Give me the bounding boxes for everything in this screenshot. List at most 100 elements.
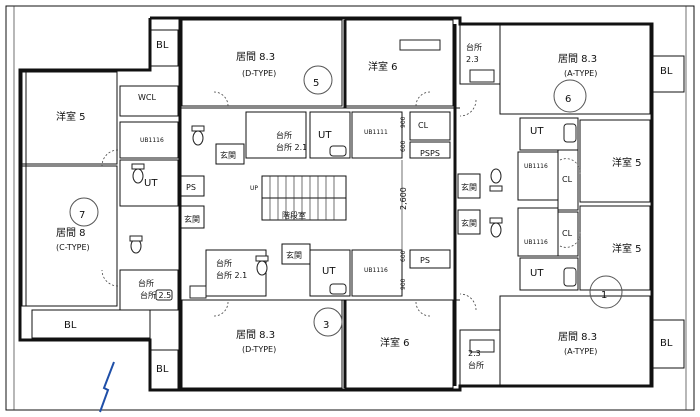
label-cl-top: CL	[418, 121, 429, 130]
room-western-6-top	[344, 19, 454, 107]
door-swing-4	[213, 301, 229, 317]
label-ps-bottom: PS	[420, 256, 430, 265]
label-kitchen-c: 台所	[138, 278, 154, 288]
label-ps-top: PS	[420, 149, 430, 158]
label-ps-right-top: PS	[430, 149, 440, 158]
label-dim-600-top: 600	[400, 140, 407, 152]
hand-num-1: 1	[601, 290, 607, 301]
stairwell	[261, 175, 347, 221]
label-entrance-top: 玄関	[220, 150, 236, 160]
label-balcony-br: BL	[660, 338, 673, 349]
label-kitchen-23-top-num: 2.3	[466, 55, 479, 64]
label-kitchen-21-top: 台所	[276, 130, 292, 140]
label-entrance-left: 玄関	[184, 214, 200, 224]
balcony-left	[31, 309, 151, 339]
hand-circle-1	[589, 275, 623, 309]
label-ut-right-top: UT	[530, 126, 544, 137]
balcony-left-strip	[21, 71, 27, 307]
label-wcl: WCL	[138, 93, 156, 102]
label-western-5-right-bottom: 洋室 5	[612, 242, 642, 255]
label-western-6-top: 洋室 6	[368, 60, 398, 73]
label-western-6-bottom: 洋室 6	[380, 336, 410, 349]
label-western-5-right-top: 洋室 5	[612, 156, 642, 169]
closet-cl-right-bottom	[557, 211, 579, 257]
label-ps-left: PS	[186, 183, 196, 192]
label-kitchen-23-top: 台所	[466, 42, 482, 52]
label-balcony-tl: BL	[156, 40, 169, 51]
label-entrance-right-bottom: 玄関	[461, 218, 477, 228]
label-cl-right-bottom: CL	[562, 229, 573, 238]
hand-circle-3	[313, 307, 343, 337]
entrance-right-bottom	[457, 209, 481, 235]
room-ut-top	[309, 111, 351, 159]
room-western-5-right-bottom	[579, 205, 651, 291]
label-ub-left: UB1116	[140, 137, 164, 144]
room-ut-right-bottom	[519, 257, 579, 291]
label-dim-900-top: 900	[400, 116, 407, 128]
room-kitchen-a-top	[459, 23, 501, 85]
label-a-type-bottom: (A-TYPE)	[564, 347, 597, 356]
room-wcl	[119, 85, 179, 117]
label-balcony-bl: BL	[156, 364, 169, 375]
door-swing-9	[559, 158, 581, 175]
blue-pen-mark	[99, 361, 115, 413]
ps-left	[179, 175, 205, 197]
label-dim-600-bottom: 600	[400, 250, 407, 262]
label-entrance-right-top: 玄関	[461, 182, 477, 192]
door-swing-8	[101, 269, 119, 287]
door-swing-3	[459, 99, 477, 117]
label-ub-right-bottom: UB1116	[524, 239, 548, 246]
label-living-a-bottom: 居間 8.3	[558, 331, 597, 343]
toilet-fixtures	[129, 125, 503, 276]
label-kitchen-21-bottom-num: 台所 2.1	[216, 270, 247, 280]
label-kitchen-23-bottom: 台所	[468, 360, 484, 370]
ps-top	[409, 141, 451, 159]
label-ub-bottom: UB1116	[364, 267, 388, 274]
room-kitchen-a-bottom	[459, 329, 501, 387]
label-living-a-top: 居間 8.3	[558, 53, 597, 65]
entrance-top	[215, 143, 245, 165]
door-swing-6	[459, 293, 477, 311]
label-kitchen-23-bottom-num: 2.3	[468, 349, 481, 358]
label-cl-right-top: CL	[562, 175, 573, 184]
door-swing-1	[213, 91, 229, 107]
closet-cl-top	[409, 111, 451, 141]
label-western-5-left: 洋室 5	[56, 110, 86, 123]
room-ub-right-bottom	[517, 207, 559, 257]
label-living-d-top: 居間 8.3	[236, 51, 275, 63]
room-ub-top	[351, 111, 403, 159]
hand-num-5: 5	[313, 78, 319, 89]
hand-num-6: 6	[565, 94, 571, 105]
label-ut-top: UT	[318, 130, 332, 141]
sink-fixtures	[155, 39, 577, 353]
entrance-left	[179, 205, 205, 229]
ps-bottom	[409, 249, 451, 269]
label-up: UP	[250, 185, 258, 192]
balcony-bottom-right	[651, 319, 685, 369]
entrance-right-top	[457, 173, 481, 199]
hand-num-3: 3	[323, 320, 329, 331]
door-swing-7	[101, 149, 119, 167]
label-ut-left: UT	[144, 178, 158, 189]
label-balcony-left: BL	[64, 320, 77, 331]
room-ut-right-top	[519, 117, 579, 151]
room-ub-left	[119, 121, 179, 159]
label-kitchen-21-bottom: 台所	[216, 258, 232, 268]
room-western-5-right-top	[579, 119, 651, 203]
room-living-d-top	[181, 19, 343, 107]
label-c-type: (C-TYPE)	[56, 243, 90, 252]
door-swing-2	[415, 91, 431, 107]
label-ub-right-top: UB1116	[524, 163, 548, 170]
balcony-top-right	[651, 55, 685, 93]
label-stairs: 階段室	[282, 210, 306, 220]
label-kitchen-21-top-num: 台所 2.1	[276, 142, 307, 152]
closet-cl-right-top	[557, 149, 579, 211]
label-balcony-tr: BL	[660, 66, 673, 77]
label-a-type-top: (A-TYPE)	[564, 69, 597, 78]
label-living-c: 居間 8	[56, 227, 86, 239]
room-ut-left	[119, 159, 179, 207]
room-western-6-bottom	[344, 299, 454, 389]
hand-circle-5	[303, 65, 333, 95]
room-ut-bottom	[309, 249, 351, 297]
